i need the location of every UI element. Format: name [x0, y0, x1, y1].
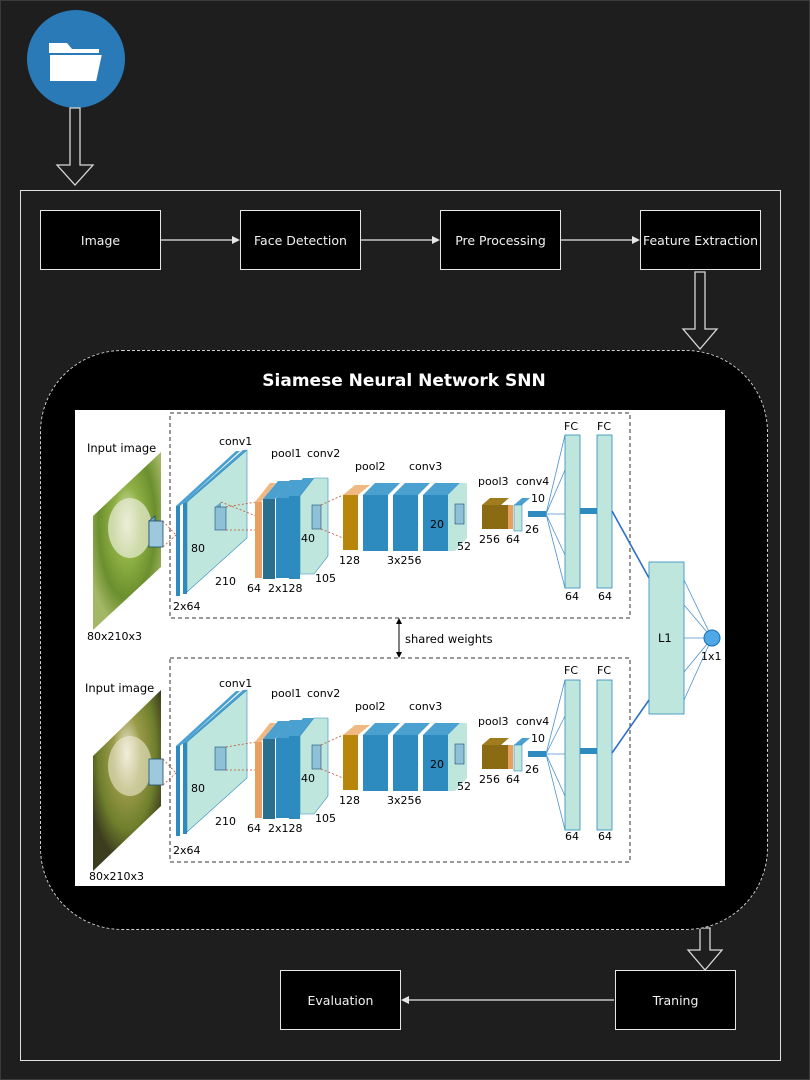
svg-text:2x128: 2x128 — [268, 822, 303, 835]
snn-architecture-figure: shared weights Input image 80x210x3 conv… — [75, 410, 725, 886]
snn-architecture-svg: shared weights Input image 80x210x3 conv… — [85, 412, 722, 883]
image-step-box[interactable]: Image — [40, 210, 161, 270]
image-step-label: Image — [80, 232, 121, 248]
svg-text:FC: FC — [564, 420, 578, 433]
l1-layer — [648, 561, 685, 715]
svg-text:conv3: conv3 — [409, 460, 442, 473]
svg-text:20: 20 — [430, 758, 444, 771]
pre-processing-step-box[interactable]: Pre Processing — [440, 210, 561, 270]
svg-text:10: 10 — [531, 492, 545, 505]
pre-processing-step-label: Pre Processing — [455, 232, 546, 248]
svg-text:256: 256 — [479, 533, 500, 546]
svg-text:64: 64 — [565, 830, 579, 843]
svg-text:FC: FC — [564, 664, 578, 677]
branch-top-box — [169, 412, 631, 619]
feature-extraction-step-box[interactable]: Feature Extraction — [640, 210, 761, 270]
input-image-label-bottom: Input image — [85, 681, 154, 695]
face-detection-step-label: Face Detection — [254, 232, 347, 248]
feature-extraction-step-label: Feature Extraction — [642, 232, 759, 248]
svg-text:pool2: pool2 — [355, 460, 386, 473]
input-image-label-top: Input image — [87, 441, 156, 455]
svg-text:52: 52 — [457, 780, 471, 793]
branch-bottom: Input image 80x210x3 conv1 80 210 2x64 p… — [85, 664, 613, 883]
svg-text:conv2: conv2 — [307, 687, 340, 700]
svg-text:64: 64 — [247, 582, 261, 595]
input-size-label-top: 80x210x3 — [87, 630, 142, 643]
shared-weights-label: shared weights — [405, 632, 493, 646]
svg-text:2x64: 2x64 — [173, 600, 201, 613]
snn-title: Siamese Neural Network SNN — [262, 371, 546, 391]
svg-text:2x64: 2x64 — [173, 844, 201, 857]
svg-text:pool3: pool3 — [478, 475, 509, 488]
svg-text:conv4: conv4 — [516, 475, 549, 488]
svg-text:64: 64 — [598, 830, 612, 843]
svg-text:128: 128 — [339, 794, 360, 807]
svg-text:10: 10 — [531, 732, 545, 745]
training-step-label: Traning — [652, 992, 699, 1008]
svg-text:52: 52 — [457, 540, 471, 553]
svg-text:64: 64 — [247, 822, 261, 835]
output-label: 1x1 — [701, 650, 722, 663]
svg-text:210: 210 — [215, 815, 236, 828]
svg-text:26: 26 — [525, 523, 539, 536]
face-detection-step-box[interactable]: Face Detection — [240, 210, 361, 270]
svg-text:3x256: 3x256 — [387, 554, 422, 567]
evaluation-step-label: Evaluation — [307, 992, 374, 1008]
conv1-label-top: conv1 — [219, 435, 252, 448]
svg-text:105: 105 — [315, 572, 336, 585]
down-arrow-training — [686, 927, 724, 972]
svg-text:pool2: pool2 — [355, 700, 386, 713]
svg-text:conv4: conv4 — [516, 715, 549, 728]
down-arrow-folder — [55, 107, 95, 186]
svg-text:64: 64 — [506, 533, 520, 546]
svg-text:40: 40 — [301, 532, 315, 545]
output-node — [703, 629, 721, 647]
svg-text:210: 210 — [215, 575, 236, 588]
svg-text:80: 80 — [191, 542, 205, 555]
input-size-label-bottom: 80x210x3 — [89, 870, 144, 883]
svg-text:pool1: pool1 — [271, 687, 302, 700]
svg-text:64: 64 — [598, 590, 612, 603]
folder-icon[interactable] — [27, 10, 125, 108]
svg-text:3x256: 3x256 — [387, 794, 422, 807]
branch-bottom-box — [169, 657, 631, 863]
svg-text:FC: FC — [597, 420, 611, 433]
svg-text:256: 256 — [479, 773, 500, 786]
down-arrow-feature — [681, 271, 719, 351]
svg-text:2x128: 2x128 — [268, 582, 303, 595]
evaluation-step-box[interactable]: Evaluation — [280, 970, 401, 1030]
svg-text:64: 64 — [506, 773, 520, 786]
training-step-box[interactable]: Traning — [615, 970, 736, 1030]
branch-top: Input image 80x210x3 conv1 80 210 2x64 — [87, 420, 613, 643]
svg-text:80: 80 — [191, 782, 205, 795]
l1-label: L1 — [658, 631, 672, 645]
svg-text:64: 64 — [565, 590, 579, 603]
svg-text:conv1: conv1 — [219, 677, 252, 690]
pipeline-container — [20, 190, 781, 1061]
svg-text:pool1: pool1 — [271, 447, 302, 460]
svg-text:105: 105 — [315, 812, 336, 825]
svg-text:26: 26 — [525, 763, 539, 776]
svg-text:conv3: conv3 — [409, 700, 442, 713]
svg-text:40: 40 — [301, 772, 315, 785]
svg-text:pool3: pool3 — [478, 715, 509, 728]
svg-text:FC: FC — [597, 664, 611, 677]
svg-text:conv2: conv2 — [307, 447, 340, 460]
svg-text:20: 20 — [430, 518, 444, 531]
svg-text:128: 128 — [339, 554, 360, 567]
